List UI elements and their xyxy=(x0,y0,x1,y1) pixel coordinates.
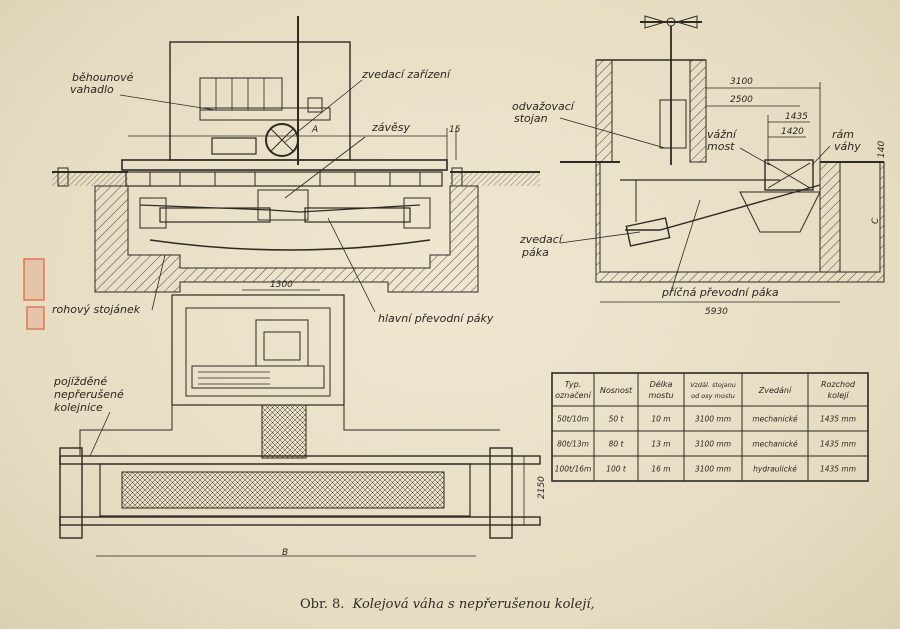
label-zvedaci-1: zvedací xyxy=(519,233,564,246)
dim-1435: 1435 xyxy=(785,112,808,122)
table-cell: 3100 mm xyxy=(695,440,731,449)
dim-3100: 3100 xyxy=(730,77,753,87)
dim-15: 15 xyxy=(449,125,461,135)
label-ram-1: rám xyxy=(832,128,854,141)
table-cell: 10 m xyxy=(651,415,670,424)
table-header-cell: označení xyxy=(555,390,592,400)
table-cell: mechanické xyxy=(752,440,798,449)
dim-a: A xyxy=(311,125,318,135)
label-hlavni-prevodni-paky: hlavní převodní páky xyxy=(378,312,494,325)
table-header-cell: Nosnost xyxy=(600,386,633,395)
table-cell: 1435 mm xyxy=(820,415,856,424)
highlight-mark xyxy=(23,258,45,301)
table-header-cell: Zvedání xyxy=(758,386,793,395)
dim-c: C xyxy=(871,217,881,224)
table-header-cell: Typ. xyxy=(565,380,582,389)
label-rohovy-stojanek: rohový stojánek xyxy=(52,303,141,316)
label-odvazovaci-1: odvažovací xyxy=(512,100,576,113)
table-header-cell: Vzdál. stojanu xyxy=(690,381,736,389)
label-behounove-2: vahadlo xyxy=(70,83,114,96)
label-pojizdene-1: pojížděné xyxy=(53,375,107,388)
label-pojizdene-2: nepřerušené xyxy=(54,388,124,401)
table-cell: 3100 mm xyxy=(695,465,731,474)
table-cell: 16 m xyxy=(651,465,670,474)
dim-2500: 2500 xyxy=(730,95,753,105)
caption-text: Kolejová váha s nepřerušenou kolejí, xyxy=(352,597,595,612)
label-zvedaci-2: páka xyxy=(521,246,549,259)
table-cell: 1435 mm xyxy=(820,440,856,449)
label-zavesy: závěsy xyxy=(371,121,411,134)
label-zvedaci-zarizeni: zvedací zařízení xyxy=(361,68,452,81)
dim-1420: 1420 xyxy=(781,127,804,137)
table-cell: 80 t xyxy=(609,440,625,449)
table-header-cell: kolejí xyxy=(827,391,850,400)
label-pricna-paka: příčná převodní páka xyxy=(661,286,779,299)
caption-prefix: Obr. 8. xyxy=(300,597,344,612)
label-behounove-1: běhounové xyxy=(72,71,134,84)
side-elevation: A 15 xyxy=(52,16,540,293)
table-cell: 50 t xyxy=(609,415,625,424)
spec-table: Typ.označení Nosnost Délka mostu Vzdál. stoj… xyxy=(551,372,869,482)
dim-5930: 5930 xyxy=(705,307,728,317)
dim-1300: 1300 xyxy=(270,280,293,290)
table-header-cell: mostu xyxy=(648,391,673,400)
label-vazni-1: vážní xyxy=(707,128,738,141)
table-cell: mechanické xyxy=(752,415,798,424)
table-cell: 1435 mm xyxy=(820,465,856,474)
dim-b: B xyxy=(282,548,288,558)
table-cell: 100 t xyxy=(606,465,627,474)
table-header-cell: Rozchod xyxy=(821,380,856,389)
label-odvazovaci-2: stojan xyxy=(514,112,548,125)
label-vazni-2: most xyxy=(707,140,735,153)
table-cell: 80t/13m xyxy=(557,440,589,449)
plan-view: 1300 B 2150 xyxy=(59,280,547,558)
table-cell: 13 m xyxy=(651,440,670,449)
figure-caption: Obr. 8. Kolejová váha s nepřerušenou kol… xyxy=(300,597,595,612)
highlight-mark xyxy=(26,306,45,330)
table-header-cell: od osy mostu xyxy=(691,392,735,400)
table-header-cell: Délka xyxy=(650,379,673,389)
dim-140: 140 xyxy=(877,141,887,158)
table-cell: 50t/10m xyxy=(557,415,589,424)
dim-2150: 2150 xyxy=(537,476,547,499)
cross-section: 3100 2500 1435 1420 C 140 5930 xyxy=(560,15,887,317)
label-ram-2: váhy xyxy=(834,140,861,153)
table-cell: hydraulické xyxy=(753,465,797,474)
label-pojizdene-3: kolejnice xyxy=(54,401,103,414)
table-cell: 3100 mm xyxy=(695,415,731,424)
table-cell: 100t/16m xyxy=(555,465,592,474)
